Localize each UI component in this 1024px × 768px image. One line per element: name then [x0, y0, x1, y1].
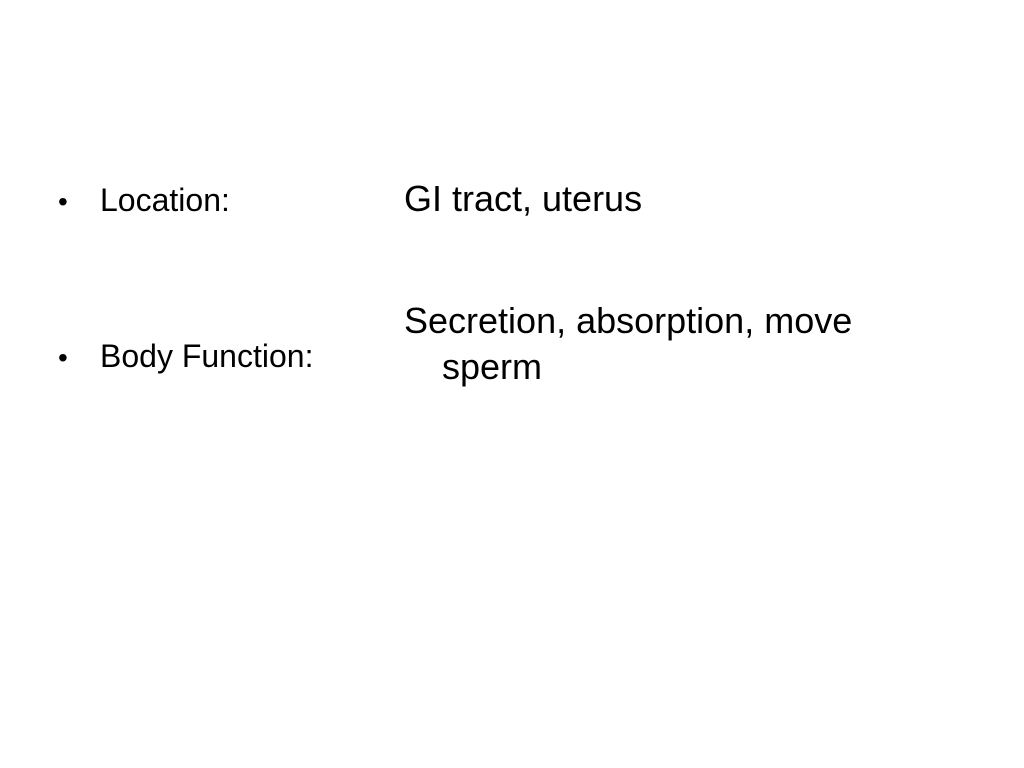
bullet-location: • Location: [58, 180, 230, 222]
location-label: Location: [100, 182, 230, 218]
body-function-value-line-2: sperm [442, 346, 543, 387]
bullet-icon: • [58, 186, 68, 217]
location-value-text: GI tract, uterus [404, 178, 643, 219]
body-function-value-line-1: Secretion, absorption, move [404, 300, 853, 341]
body-function-label: Body Function: [100, 338, 314, 374]
location-value: GI tract, uterus [404, 176, 964, 222]
bullet-body-function: • Body Function: [58, 336, 313, 378]
body-function-value: Secretion, absorption, move sperm [404, 298, 964, 390]
bullet-icon: • [58, 342, 68, 373]
